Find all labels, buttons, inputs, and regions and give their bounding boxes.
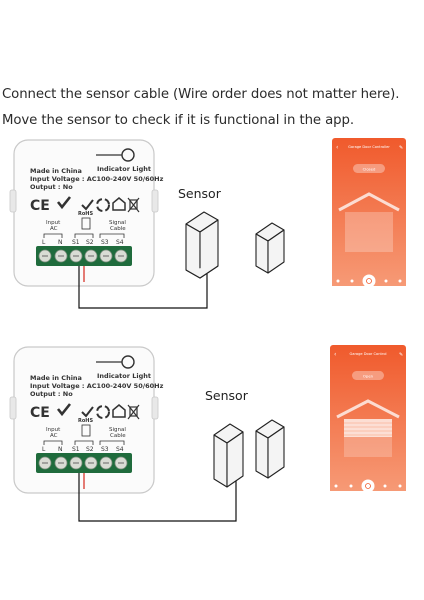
app-title: Garage Door Control (349, 352, 386, 356)
smart-switch-module: Indicator Light Made in China Input Volt… (9, 346, 164, 494)
sensor-label: Sensor (205, 388, 249, 403)
input-label: Input (46, 220, 61, 226)
signal-cable-label: Cable (110, 226, 126, 232)
bottom-controls (334, 479, 402, 493)
magnetic-sensor-right (255, 222, 285, 274)
status-pill (352, 371, 384, 380)
instruction-line-2: Move the sensor to check if it is functi… (2, 113, 354, 128)
control-button[interactable] (361, 479, 375, 493)
svg-text:N: N (58, 239, 63, 246)
svg-text:S1: S1 (72, 446, 80, 453)
terminal-labels: L N S1 S2 S3 S4 (42, 239, 124, 246)
phone-app-screen-closed: Garage Door Controller ‹ ✎ Closed (332, 138, 406, 300)
wiring-diagram-closed: Indicator Light Made in China Input Volt… (9, 138, 406, 309)
app-title: Garage Door Controller (348, 145, 390, 149)
check-icon (56, 196, 72, 210)
door-status: Open (363, 374, 374, 379)
nav-icon-1[interactable] (336, 279, 340, 283)
garage-door-icon (336, 399, 400, 457)
input-label: Input (46, 427, 61, 433)
svg-text:S3: S3 (101, 446, 109, 453)
signal-cable-label: Cable (110, 433, 126, 439)
recycle-icon (96, 405, 110, 419)
weee-bin-icon (127, 404, 140, 420)
terminal-block (36, 453, 132, 473)
power-icon (365, 483, 371, 489)
rohs-icon: RoHS (78, 406, 94, 424)
edit-icon[interactable]: ✎ (399, 352, 403, 358)
magnetic-sensor-right (255, 419, 285, 479)
house-icon (112, 197, 126, 211)
nav-icon-2[interactable] (350, 279, 354, 283)
nav-icon-4[interactable] (398, 279, 402, 283)
made-in-label: Made in China (30, 167, 82, 175)
nav-icon-4[interactable] (398, 484, 402, 488)
status-pill (353, 164, 385, 173)
check-icon (56, 403, 72, 417)
nav-icon-1[interactable] (334, 484, 338, 488)
weee-bin-icon (127, 197, 140, 213)
smart-switch-module: Indicator Light Made in China Input Volt… (9, 139, 164, 287)
svg-text:S3: S3 (101, 239, 109, 246)
edit-icon[interactable]: ✎ (399, 145, 403, 151)
switch-symbol-icon (81, 217, 91, 230)
indicator-light-label: Indicator Light (97, 165, 151, 173)
switch-symbol-icon (81, 424, 91, 437)
bottom-controls (336, 274, 402, 288)
ce-mark: CE (30, 198, 50, 214)
signal-label: Signal (109, 220, 126, 226)
svg-text:L: L (42, 446, 46, 453)
door-status: Closed (363, 167, 376, 172)
made-in-label: Made in China (30, 374, 82, 382)
magnetic-sensor-left (213, 423, 244, 488)
signal-label: Signal (109, 427, 126, 433)
garage-door-icon (338, 192, 400, 252)
svg-text:S4: S4 (116, 446, 124, 453)
nav-icon-2[interactable] (349, 484, 353, 488)
house-icon (112, 404, 126, 418)
input-ac-label: AC (50, 433, 58, 439)
svg-text:RoHS: RoHS (78, 418, 93, 424)
back-icon[interactable]: ‹ (336, 144, 338, 151)
sensor-label: Sensor (178, 186, 222, 201)
back-icon[interactable]: ‹ (334, 351, 336, 358)
voltage-label: Input Voltage : AC100-240V 50/60Hz (30, 175, 164, 183)
svg-text:S1: S1 (72, 239, 80, 246)
rohs-icon: RoHS (78, 199, 94, 217)
terminal-labels: L N S1 S2 S3 S4 (42, 446, 124, 453)
recycle-icon (96, 198, 110, 212)
sensor-cable (78, 473, 237, 522)
svg-text:RoHS: RoHS (78, 211, 93, 217)
svg-text:S2: S2 (86, 446, 94, 453)
power-icon (366, 278, 372, 284)
input-ac-label: AC (50, 226, 58, 232)
svg-text:S4: S4 (116, 239, 124, 246)
nav-icon-3[interactable] (383, 484, 387, 488)
svg-text:S2: S2 (86, 239, 94, 246)
instruction-line-1: Connect the sensor cable (Wire order doe… (2, 87, 400, 102)
control-button[interactable] (362, 274, 376, 288)
nav-icon-3[interactable] (384, 279, 388, 283)
output-label: Output : No (30, 390, 73, 398)
wiring-diagram-open: Indicator Light Made in China Input Volt… (9, 345, 406, 522)
svg-text:L: L (42, 239, 46, 246)
indicator-light-label: Indicator Light (97, 372, 151, 380)
voltage-label: Input Voltage : AC100-240V 50/60Hz (30, 382, 164, 390)
output-label: Output : No (30, 183, 73, 191)
terminal-block (36, 246, 132, 266)
svg-text:N: N (58, 446, 63, 453)
phone-app-screen-open: Garage Door Control ‹ ✎ Open (330, 345, 406, 505)
sensor-cable (78, 264, 208, 309)
ce-mark: CE (30, 405, 50, 421)
magnetic-sensor-left (185, 211, 219, 279)
